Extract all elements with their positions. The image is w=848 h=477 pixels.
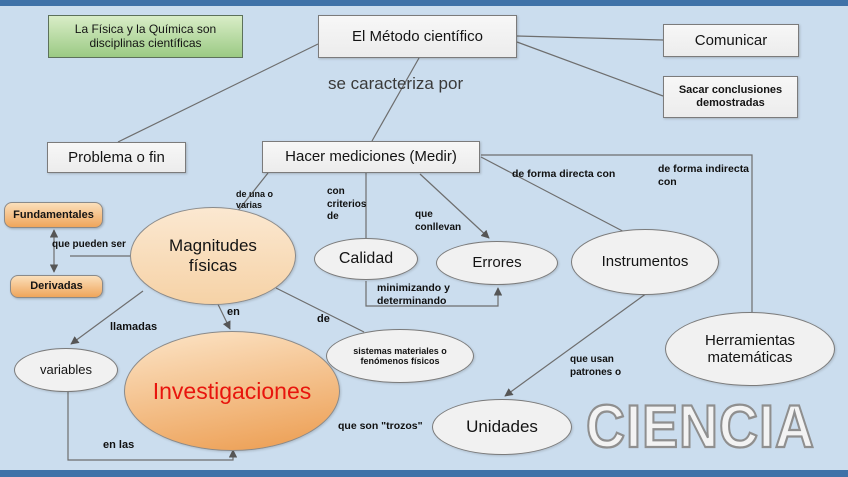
concept-hacer-mediciones-label: Hacer mediciones (Medir) [285, 148, 457, 166]
connector-variables-investigaciones [67, 392, 238, 461]
link-label-que-son-trozos[interactable]: que son "trozos" [338, 420, 423, 432]
concept-comunicar[interactable]: Comunicar [663, 24, 799, 57]
link-label-de-una-o-varias[interactable]: de una o varias [236, 189, 274, 211]
concept-problema-o-fin-label: Problema o fin [68, 148, 165, 166]
link-label-que-usan-patrones-o[interactable]: que usan patrones o [570, 354, 622, 378]
concept-variables-label: variables [39, 361, 93, 377]
concept-unidades[interactable]: Unidades [432, 399, 572, 455]
connector-instrumentos-unidades [504, 292, 648, 397]
concept-fundamentales[interactable]: Fundamentales [4, 202, 103, 228]
link-label-se-caracteriza-por[interactable]: se caracteriza por [328, 74, 464, 93]
concept-instrumentos[interactable]: Instrumentos [571, 229, 719, 295]
concept-fundamentales-label: Fundamentales [13, 208, 94, 221]
concept-hacer-mediciones[interactable]: Hacer mediciones (Medir) [262, 141, 480, 173]
link-label-llamadas[interactable]: llamadas [110, 321, 158, 333]
concept-herramientas-matematicas[interactable]: Herramientas matemáticas [665, 312, 835, 386]
concept-errores[interactable]: Errores [436, 241, 558, 285]
connector-hacer-magnitudes [236, 172, 269, 213]
concept-derivadas[interactable]: Derivadas [10, 275, 103, 298]
concept-variables[interactable]: variables [14, 348, 118, 392]
concept-sistemas-materiales-label: sistemas materiales o fenómenos físicos [353, 345, 447, 366]
connector-metodo-sacar [516, 41, 664, 97]
concept-errores-label: Errores [472, 254, 522, 272]
link-label-de[interactable]: de [317, 313, 330, 325]
concept-herramientas-matematicas-label: Herramientas matemáticas [704, 331, 796, 366]
concept-metodo-cientifico-label: El Método científico [352, 27, 483, 45]
connector-magnitudes-sistemas [275, 287, 365, 333]
connector-metodo-hacer [371, 57, 420, 142]
connector-metodo-problema [117, 43, 319, 143]
connector-metodo-comunicar [516, 35, 664, 41]
link-label-en-las[interactable]: en las [103, 439, 135, 451]
concept-magnitudes-fisicas[interactable]: Magnitudes físicas [130, 207, 296, 305]
concept-calidad-label: Calidad [338, 249, 394, 267]
link-label-que-pueden-ser[interactable]: que pueden ser [52, 239, 126, 250]
concept-unidades-label: Unidades [466, 417, 538, 437]
connector-calidad-errores [365, 281, 503, 307]
concept-metodo-cientifico[interactable]: El Método científico [318, 15, 517, 58]
concept-comunicar-label: Comunicar [694, 31, 768, 49]
concept-investigaciones-label: Investigaciones [152, 377, 312, 404]
top-frame-bar [0, 0, 848, 6]
link-label-minimizando-y-determinando[interactable]: minimizando y determinando [377, 282, 450, 308]
link-label-de-forma-directa-con[interactable]: de forma directa con [512, 168, 616, 180]
link-label-con-criterios-de[interactable]: con criterios de [327, 186, 367, 222]
connector-hacer-errores [419, 173, 490, 239]
concept-magnitudes-fisicas-label: Magnitudes físicas [169, 236, 257, 275]
connector-hacer-herramientas [481, 154, 753, 312]
link-label-que-conllevan[interactable]: que conllevan [415, 209, 462, 233]
concept-instrumentos-label: Instrumentos [601, 253, 689, 271]
bottom-frame-bar [0, 470, 848, 477]
concept-disciplinas-label: La Física y la Química son disciplinas c… [74, 21, 217, 50]
concept-calidad[interactable]: Calidad [314, 238, 418, 280]
concept-problema-o-fin[interactable]: Problema o fin [47, 142, 186, 173]
connector-magnitudes-variables [70, 290, 144, 345]
ciencia-watermark: CIENCIA [585, 392, 816, 461]
link-label-de-forma-indirecta-con[interactable]: de forma indirecta con [658, 163, 750, 189]
concept-sacar-conclusiones[interactable]: Sacar conclusiones demostradas [663, 76, 798, 118]
concept-derivadas-label: Derivadas [30, 280, 83, 293]
concept-sacar-conclusiones-label: Sacar conclusiones demostradas [678, 84, 783, 109]
link-label-en[interactable]: en [227, 306, 240, 318]
concept-investigaciones[interactable]: Investigaciones [124, 331, 340, 451]
connector-hacer-instrumentos [480, 156, 635, 238]
concept-sistemas-materiales[interactable]: sistemas materiales o fenómenos físicos [326, 329, 474, 383]
concept-disciplinas[interactable]: La Física y la Química son disciplinas c… [48, 15, 243, 58]
